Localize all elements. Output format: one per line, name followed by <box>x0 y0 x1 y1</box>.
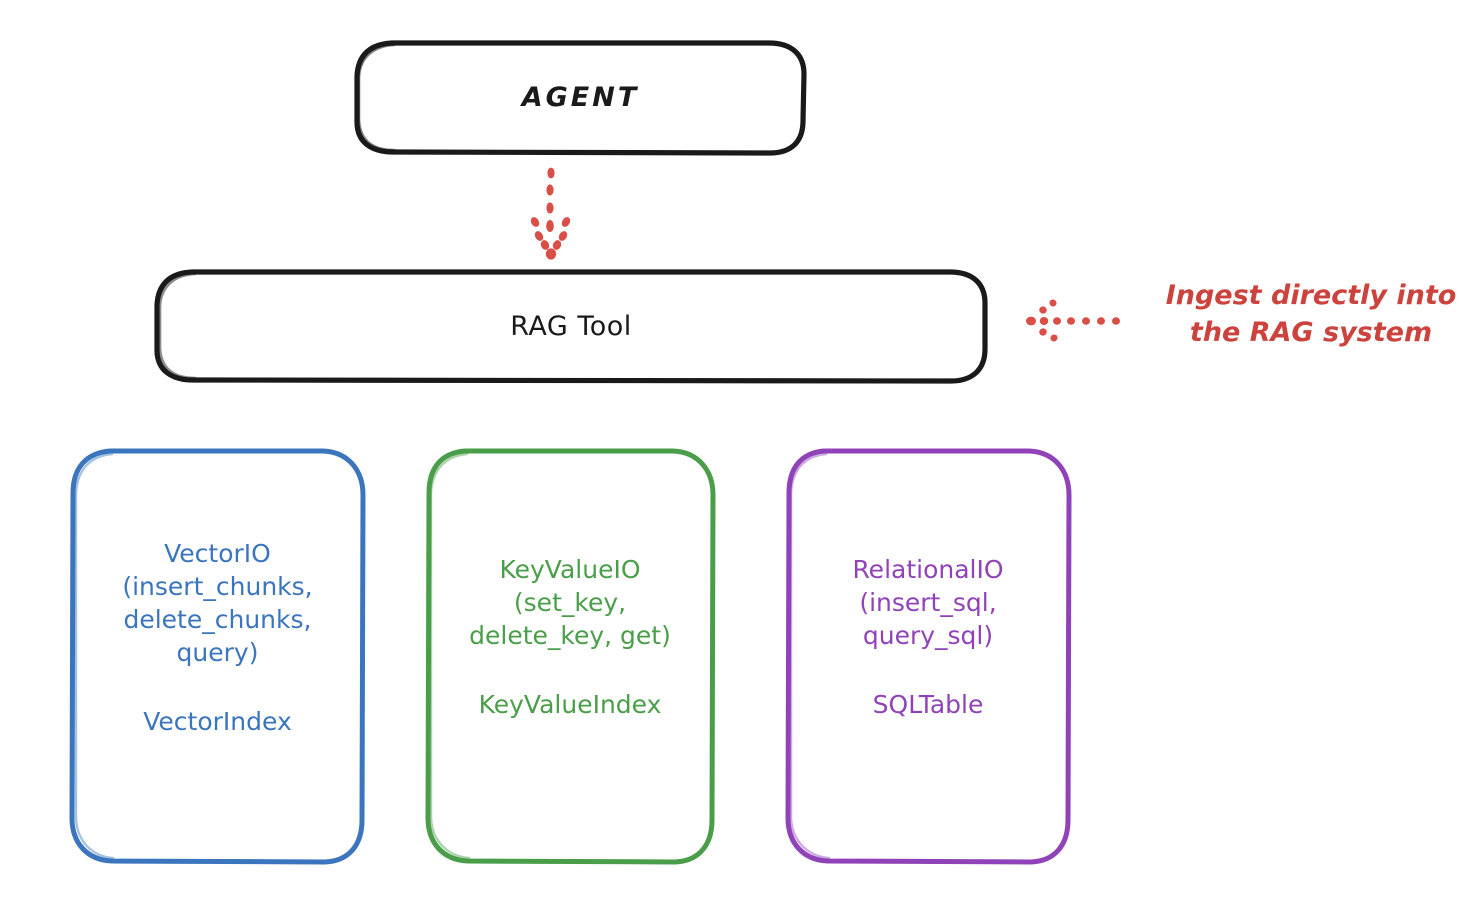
vector-io-node-shape[interactable] <box>69 448 366 865</box>
agent-node-shape[interactable] <box>354 40 807 156</box>
key-value-io-node-shape[interactable] <box>425 448 716 865</box>
agent-to-rag-connector <box>530 167 571 260</box>
relational-io-node-shape[interactable] <box>785 448 1072 865</box>
ingest-connector-arrow <box>1026 299 1120 342</box>
rag-tool-node-shape[interactable] <box>154 269 988 384</box>
